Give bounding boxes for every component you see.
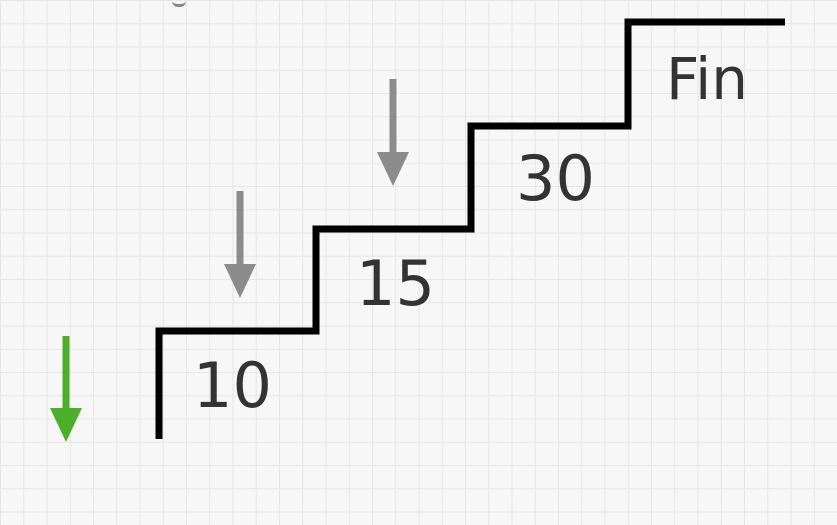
partial-text-fragment	[172, 0, 186, 7]
gray-down-arrow-icon	[377, 79, 409, 186]
green-down-arrow-icon	[50, 336, 82, 442]
step-label-15: 15	[356, 247, 435, 320]
gray-down-arrow-icon	[224, 191, 256, 298]
step-label-30: 30	[516, 142, 595, 215]
stair-line	[155, 18, 785, 439]
step-label-fin: Fin	[666, 45, 749, 113]
step-label-10: 10	[193, 349, 272, 422]
